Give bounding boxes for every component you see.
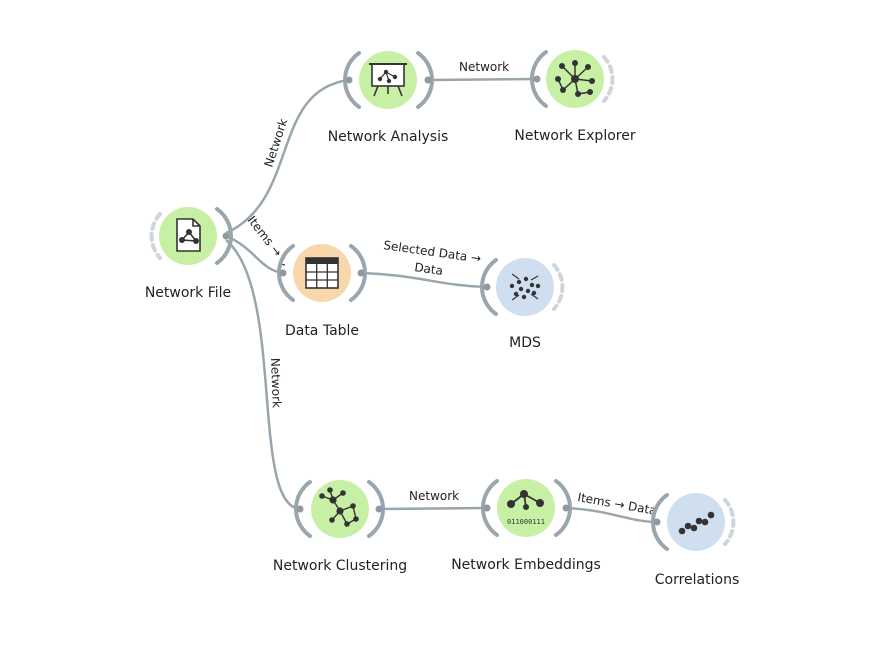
input-anchor[interactable] bbox=[483, 283, 491, 291]
output-arc[interactable] bbox=[215, 207, 234, 265]
output-arc[interactable] bbox=[554, 479, 573, 537]
input-arc[interactable] bbox=[276, 244, 295, 302]
link-label-table-to-mds-line2: Data bbox=[414, 260, 444, 278]
output-arc bbox=[723, 498, 736, 546]
node-network-file[interactable]: Network File bbox=[145, 207, 234, 301]
output-arc[interactable] bbox=[349, 244, 368, 302]
link-embeddings-to-correlations[interactable] bbox=[565, 506, 658, 524]
output-arc bbox=[602, 55, 615, 103]
input-anchor[interactable] bbox=[653, 518, 661, 526]
output-anchor[interactable] bbox=[424, 76, 432, 84]
network-file-icon bbox=[176, 218, 201, 252]
output-arc bbox=[552, 263, 565, 311]
links-layer bbox=[225, 77, 658, 524]
link-file-to-clustering[interactable] bbox=[225, 239, 301, 511]
node-correlations[interactable]: Correlations bbox=[650, 493, 740, 588]
input-arc[interactable] bbox=[342, 51, 361, 109]
output-anchor[interactable] bbox=[222, 232, 230, 240]
node-network-clustering[interactable]: Network Clustering bbox=[273, 480, 407, 574]
node-label: MDS bbox=[509, 335, 541, 351]
input-arc bbox=[149, 212, 162, 260]
input-anchor[interactable] bbox=[345, 76, 353, 84]
input-anchor[interactable] bbox=[533, 75, 541, 83]
input-arc[interactable] bbox=[479, 258, 498, 316]
node-network-analysis[interactable]: Network Analysis bbox=[328, 51, 449, 145]
output-anchor[interactable] bbox=[375, 505, 383, 513]
presentation-chart-icon bbox=[369, 63, 407, 97]
input-anchor[interactable] bbox=[279, 269, 287, 277]
link-label-file-to-analysis: Network bbox=[262, 117, 291, 169]
correlation-dots-icon bbox=[678, 511, 715, 535]
node-label: Data Table bbox=[285, 323, 359, 339]
input-arc[interactable] bbox=[650, 493, 669, 551]
link-label-file-to-clustering: Network bbox=[268, 358, 284, 409]
node-data-table[interactable]: Data Table bbox=[276, 244, 368, 339]
link-label-clustering-to-embeddings: Network bbox=[409, 489, 459, 503]
link-file-to-analysis[interactable] bbox=[225, 78, 350, 235]
table-grid-icon bbox=[305, 257, 339, 289]
output-anchor[interactable] bbox=[562, 504, 570, 512]
node-label: Network Clustering bbox=[273, 558, 407, 574]
node-label: Network Analysis bbox=[328, 129, 449, 145]
scatter-arrows-icon bbox=[509, 273, 541, 301]
output-arc[interactable] bbox=[416, 51, 435, 109]
output-anchor[interactable] bbox=[357, 269, 365, 277]
link-analysis-to-explorer[interactable] bbox=[427, 77, 538, 82]
output-arc[interactable] bbox=[367, 480, 386, 538]
node-mds[interactable]: MDS bbox=[479, 258, 565, 351]
link-label-embeddings-to-correlations: Items → Data bbox=[576, 490, 657, 518]
node-label: Network File bbox=[145, 285, 231, 301]
input-anchor[interactable] bbox=[483, 504, 491, 512]
input-anchor[interactable] bbox=[296, 505, 304, 513]
input-arc[interactable] bbox=[293, 480, 312, 538]
input-arc[interactable] bbox=[529, 50, 548, 108]
cluster-graph-icon bbox=[319, 487, 359, 527]
node-circle[interactable] bbox=[496, 258, 554, 316]
node-network-explorer[interactable]: Network Explorer bbox=[514, 50, 636, 144]
embedding-graph-icon: 011000111 bbox=[507, 490, 545, 526]
network-graph-icon bbox=[555, 60, 595, 97]
link-label-analysis-to-explorer: Network bbox=[459, 60, 509, 74]
node-network-embeddings[interactable]: 011000111 Network Embeddings bbox=[451, 479, 601, 573]
link-clustering-to-embeddings[interactable] bbox=[378, 506, 488, 511]
node-label: Network Embeddings bbox=[451, 557, 601, 573]
node-label: Network Explorer bbox=[514, 128, 635, 144]
input-arc[interactable] bbox=[480, 479, 499, 537]
binary-text: 011000111 bbox=[507, 518, 545, 526]
link-table-to-mds[interactable] bbox=[360, 271, 488, 289]
node-label: Correlations bbox=[655, 572, 740, 588]
